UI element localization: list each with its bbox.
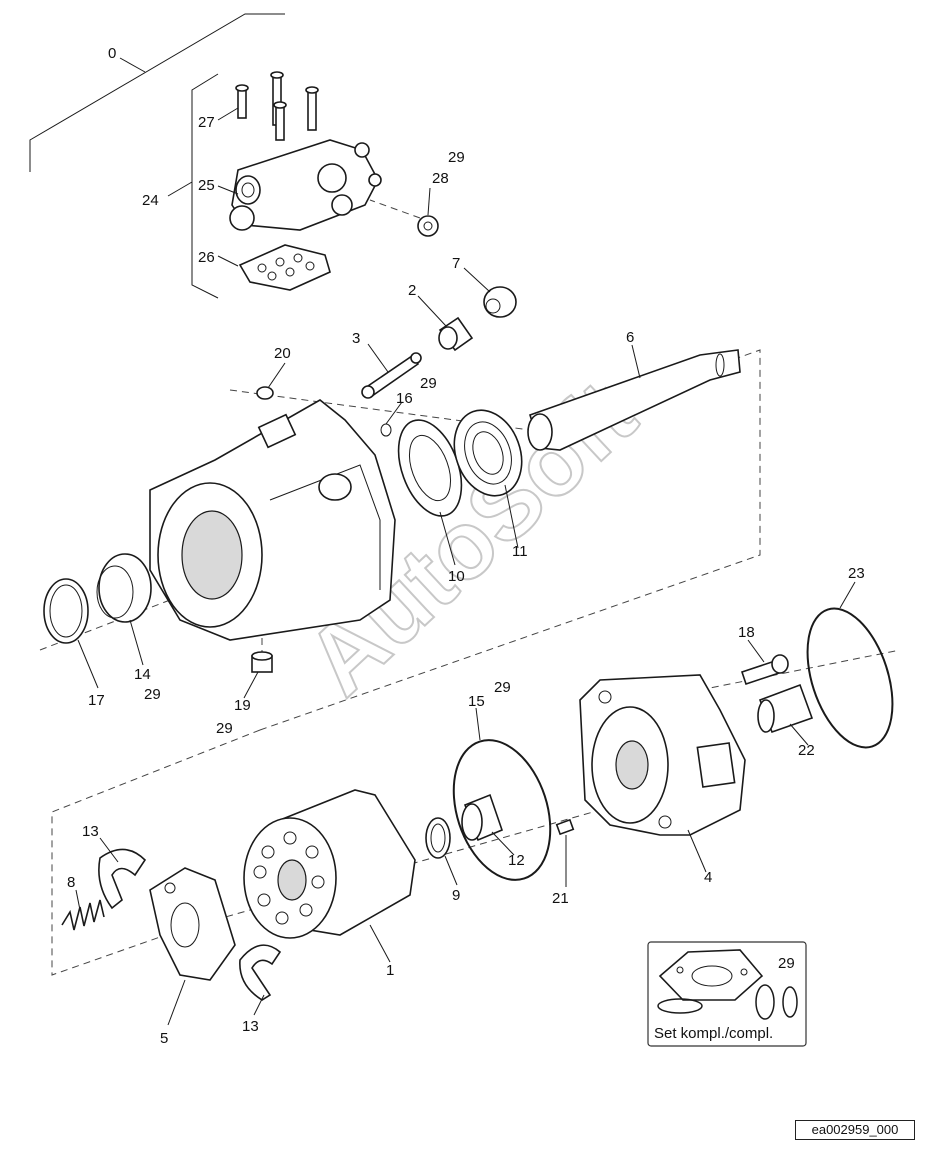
seal-kit-inset: 29 Set kompl./compl. <box>647 941 807 1047</box>
bearing-11 <box>453 409 523 497</box>
callout-4: 4 <box>704 869 712 886</box>
callout-29-plug: 29 <box>216 720 233 737</box>
shoe-13-upper <box>98 848 147 910</box>
pin-21 <box>555 818 575 836</box>
assembly-bracket-0 <box>29 13 285 172</box>
callout-7: 7 <box>452 255 460 272</box>
callout-3: 3 <box>352 330 360 347</box>
callout-labels: 0 27 24 25 26 29 28 7 2 3 20 29 16 6 10 … <box>67 45 865 1047</box>
sleeve-2 <box>438 316 474 352</box>
callout-27: 27 <box>198 114 215 131</box>
callout-28: 28 <box>432 170 449 187</box>
leader-lines <box>75 107 856 1026</box>
plug-28 <box>417 215 439 237</box>
o-ring-15 <box>452 739 552 881</box>
callout-29-seal: 29 <box>494 679 511 696</box>
callout-20: 20 <box>274 345 291 362</box>
callout-9: 9 <box>452 887 460 904</box>
bushing-12 <box>461 793 503 842</box>
pin-3 <box>361 352 422 399</box>
plug-20 <box>256 386 274 400</box>
plug-7 <box>483 286 517 318</box>
callout-21: 21 <box>552 890 569 907</box>
shaft-6 <box>527 349 741 451</box>
ring-9 <box>425 817 451 859</box>
callout-22: 22 <box>798 742 815 759</box>
circlip-17 <box>43 578 89 644</box>
kit-callout-29: 29 <box>778 955 795 972</box>
assembly-bracket-24 <box>167 73 219 299</box>
callout-8: 8 <box>67 874 75 891</box>
o-ring-16 <box>380 423 392 437</box>
pump-housing <box>149 399 396 641</box>
o-ring-23 <box>806 607 894 749</box>
callout-12: 12 <box>508 852 525 869</box>
callout-11: 11 <box>512 543 528 560</box>
callout-26: 26 <box>198 249 215 266</box>
callout-1: 1 <box>386 962 394 979</box>
callout-14: 14 <box>134 666 151 683</box>
bolt-18 <box>740 654 789 686</box>
reference-code: ea002959_000 <box>795 1120 915 1140</box>
end-cover-4 <box>579 674 746 836</box>
callout-29-pin: 29 <box>420 375 437 392</box>
plug-19 <box>251 651 273 673</box>
bushing-22 <box>757 683 814 734</box>
callout-19: 19 <box>234 697 251 714</box>
callout-18: 18 <box>738 624 755 641</box>
callout-16: 16 <box>396 390 413 407</box>
cylinder-block-1 <box>243 789 416 939</box>
bolts-27 <box>235 71 319 141</box>
swash-plate-5 <box>149 867 236 981</box>
callout-10: 10 <box>448 568 465 585</box>
gasket-26 <box>238 244 331 291</box>
callout-2: 2 <box>408 282 416 299</box>
callout-13-lower: 13 <box>242 1018 259 1035</box>
callout-25: 25 <box>198 177 215 194</box>
callout-0: 0 <box>108 45 116 62</box>
callout-29-valve: 29 <box>448 149 465 166</box>
callout-5: 5 <box>160 1030 168 1047</box>
callout-15: 15 <box>468 693 485 710</box>
callout-17: 17 <box>88 692 105 709</box>
kit-caption: Set kompl./compl. <box>654 1025 773 1042</box>
spring-8 <box>61 899 105 931</box>
control-valve <box>229 139 382 231</box>
callout-23: 23 <box>848 565 865 582</box>
shoe-13-lower <box>239 944 282 1001</box>
callout-13-upper: 13 <box>82 823 99 840</box>
callout-29-ring: 29 <box>144 686 161 703</box>
callout-24: 24 <box>142 192 159 209</box>
callout-6: 6 <box>626 329 634 346</box>
bearing-14 <box>96 553 152 623</box>
